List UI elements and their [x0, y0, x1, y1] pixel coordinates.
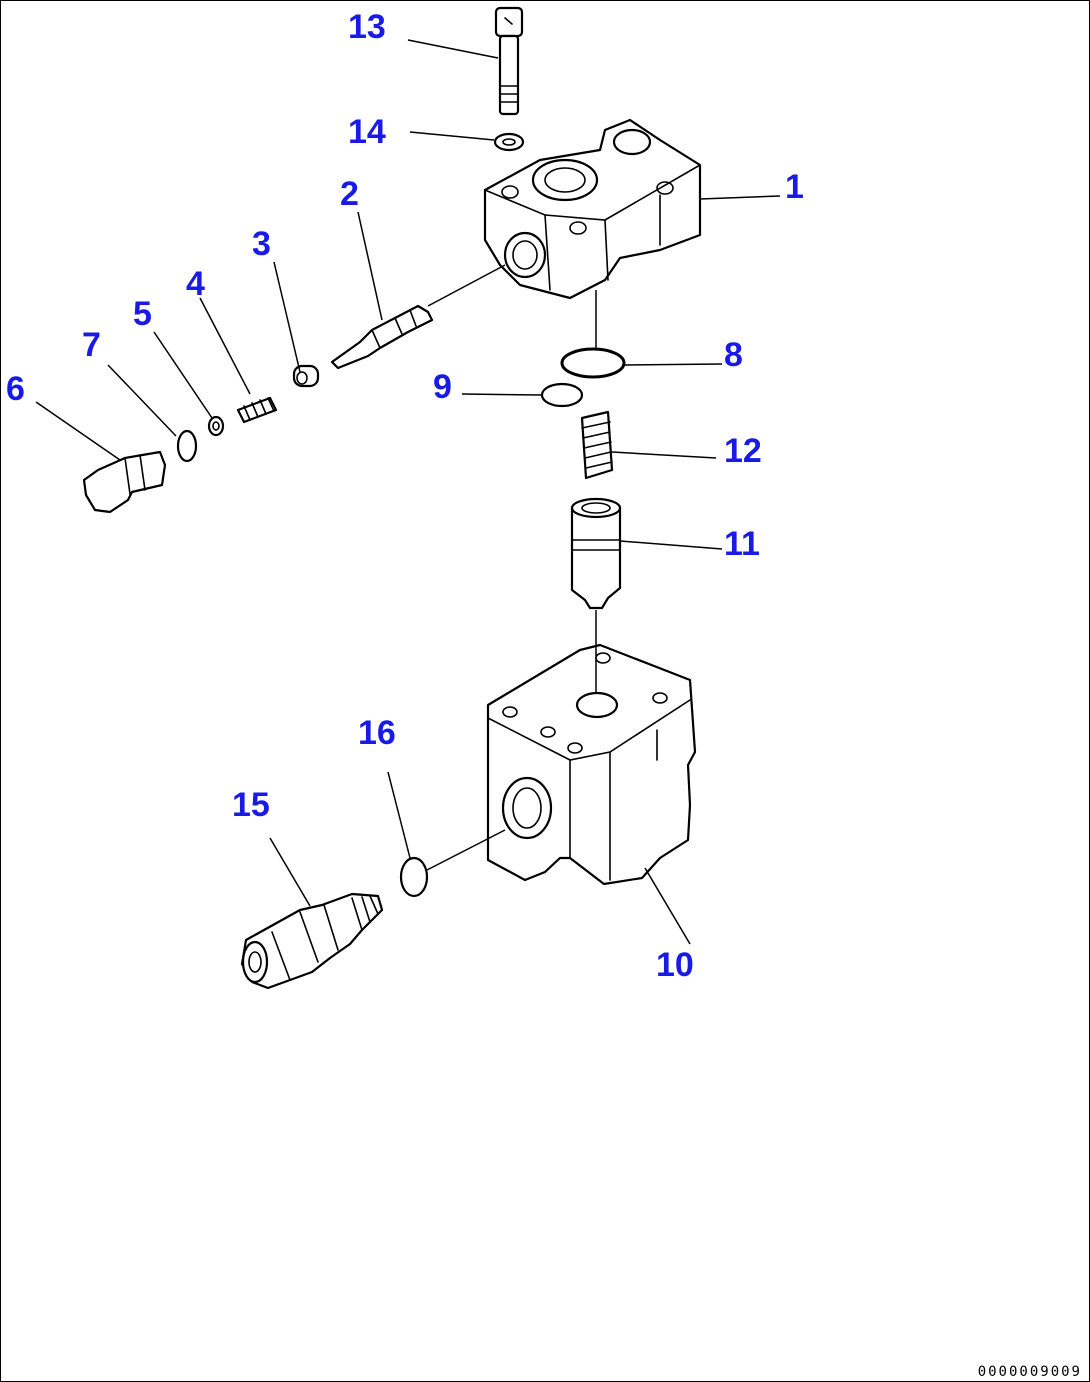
part-5-ring[interactable]	[207, 415, 225, 437]
part-3-collar[interactable]	[292, 364, 320, 388]
callout-1: 1	[785, 168, 804, 206]
part-12-spring[interactable]	[580, 410, 614, 480]
callout-5: 5	[133, 295, 152, 333]
callout-11: 11	[724, 525, 760, 563]
part-6-plug[interactable]	[82, 450, 167, 514]
callout-15: 15	[232, 786, 270, 824]
part-10-valve-body[interactable]	[486, 643, 697, 886]
callout-6: 6	[6, 370, 25, 408]
callout-2: 2	[340, 175, 359, 213]
callout-labels: 13 14 1 2 3 4 5 7 6 8 9 12 11 16 15 10	[6, 8, 804, 984]
callout-14: 14	[348, 113, 386, 151]
callout-9: 9	[433, 368, 452, 406]
part-14-washer[interactable]	[493, 132, 525, 152]
part-2-poppet[interactable]	[330, 304, 434, 370]
part-7-o-ring[interactable]	[176, 429, 198, 463]
part-11-main-poppet[interactable]	[570, 497, 622, 610]
part-9-o-ring[interactable]	[540, 382, 584, 408]
callout-7: 7	[82, 326, 101, 364]
part-15-relief-valve[interactable]	[240, 892, 384, 990]
part-1-valve-body[interactable]	[483, 118, 702, 300]
callout-4: 4	[186, 265, 205, 303]
callout-12: 12	[724, 432, 762, 470]
drawing-code: 0000009009	[977, 1364, 1082, 1380]
part-16-o-ring[interactable]	[399, 856, 429, 898]
callout-8: 8	[724, 336, 743, 374]
part-4-spring[interactable]	[236, 396, 278, 424]
callout-3: 3	[252, 225, 271, 263]
callout-10: 10	[656, 946, 694, 984]
leader-lines	[35, 39, 781, 945]
callout-16: 16	[358, 714, 396, 752]
part-8-o-ring[interactable]	[560, 347, 626, 379]
callout-13: 13	[348, 8, 386, 46]
part-13-bolt[interactable]	[494, 6, 524, 116]
